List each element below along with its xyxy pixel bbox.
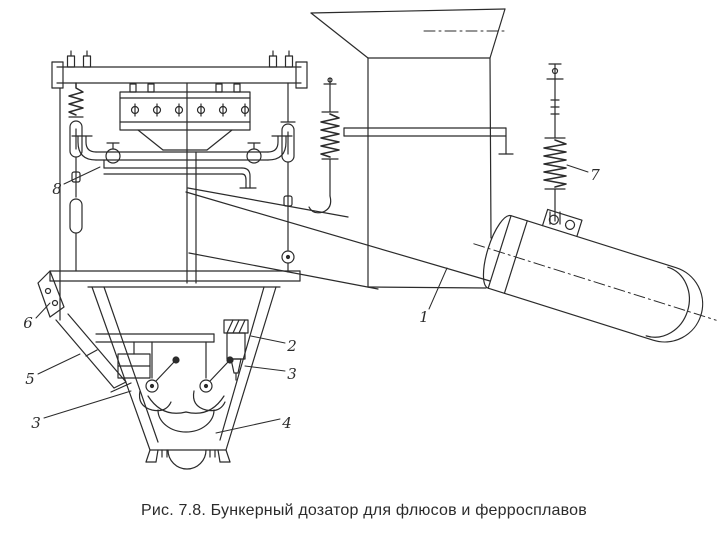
- callout-8: 8: [52, 166, 101, 198]
- side-chute: [55, 313, 132, 393]
- jaw-valves: [138, 356, 234, 433]
- callout-7: 7: [566, 164, 600, 184]
- callout-3-left: 3: [31, 390, 132, 432]
- callout-4-label: 4: [281, 414, 292, 432]
- pipe-manifold: [71, 135, 293, 189]
- valve: [246, 148, 262, 164]
- turnbuckle: [69, 198, 83, 234]
- bolt-circles: [130, 103, 250, 117]
- discharge-mouth: [167, 449, 207, 470]
- cylinder-hanger-tab: [541, 208, 583, 238]
- callout-6-label: 6: [23, 314, 33, 332]
- bunker-box: [310, 8, 514, 289]
- callout-5: 5: [25, 353, 81, 388]
- weigh-box: [119, 83, 251, 151]
- actuator-cylinder: [223, 319, 249, 381]
- callout-3-middle: 3: [244, 365, 297, 383]
- spring-suspension-middle: [187, 77, 349, 218]
- callout-3-left-label: 3: [31, 414, 41, 432]
- callout-8-label: 8: [52, 180, 62, 198]
- inner-bar: [95, 333, 215, 379]
- lever-link: [187, 187, 349, 218]
- bowl-shell: [157, 409, 215, 433]
- frame-beam: [51, 50, 308, 321]
- coil-spring: [320, 113, 340, 158]
- valve: [105, 148, 121, 164]
- dosing-cylinder: [473, 208, 717, 343]
- callout-3-middle-label: 3: [287, 365, 297, 383]
- callout-2: 2: [250, 335, 297, 355]
- figure-caption: Рис. 7.8. Бункерный дозатор для флюсов и…: [141, 502, 587, 519]
- hanger-rod-left: [68, 82, 84, 272]
- callout-4: 4: [215, 414, 292, 434]
- bracket-6: [37, 270, 65, 318]
- mid-frame: [37, 270, 301, 318]
- callout-6: 6: [23, 302, 51, 332]
- coil-spring: [68, 82, 84, 116]
- hanger-rod-right: [280, 82, 296, 273]
- figure-drawing: 1 2 3 3 4: [23, 8, 717, 470]
- callout-5-label: 5: [25, 370, 35, 388]
- coil-spring: [543, 139, 567, 188]
- callout-7-label: 7: [590, 166, 600, 184]
- callout-1-label: 1: [419, 308, 429, 326]
- callouts: 1 2 3 3 4: [23, 164, 600, 434]
- spring-suspension-right: [543, 63, 567, 225]
- callout-1: 1: [419, 267, 448, 326]
- hopper: [87, 286, 281, 470]
- callout-2-label: 2: [286, 337, 297, 355]
